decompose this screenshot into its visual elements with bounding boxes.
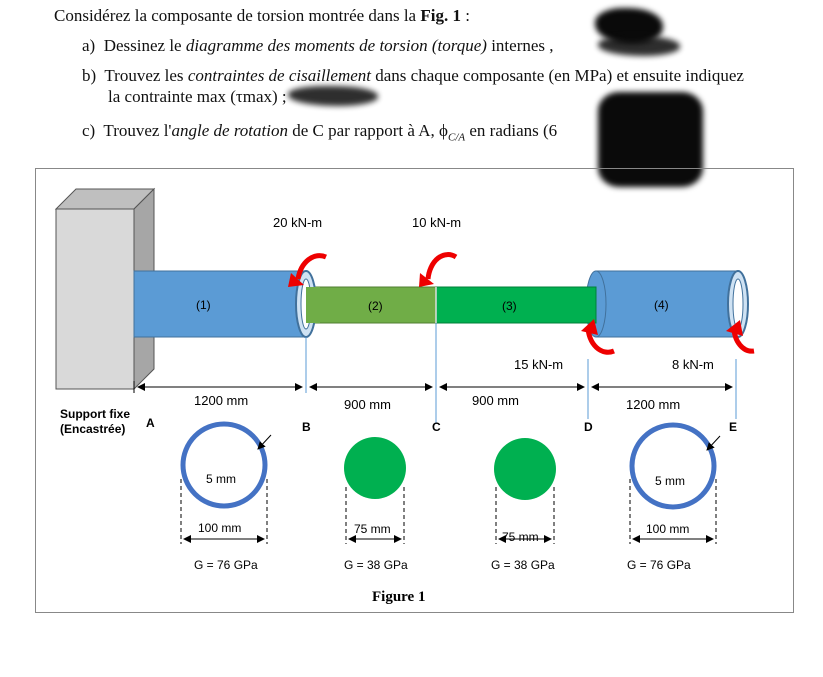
question-c: c) Trouvez l'angle de rotation de C par …	[82, 121, 557, 143]
section-2-diameter: 75 mm	[354, 522, 391, 536]
question-a-text2: internes ,	[486, 36, 554, 55]
point-label-E: E	[729, 420, 737, 434]
section-4	[629, 422, 721, 544]
section-1-g: G = 76 GPa	[194, 558, 258, 572]
intro-fig-ref: Fig. 1	[420, 6, 461, 25]
figure-caption: Figure 1	[372, 589, 425, 605]
station-lines	[305, 323, 737, 424]
question-a-label: a)	[82, 36, 96, 55]
question-b-line2: la contrainte max (τmax) ;	[108, 87, 287, 107]
point-label-A: A	[146, 416, 155, 430]
section-2-g: G = 38 GPa	[344, 558, 408, 572]
segment-label-4: (4)	[654, 298, 669, 312]
length-label-3: 900 mm	[472, 393, 519, 408]
torque-arrow-B	[288, 253, 327, 287]
section-3	[494, 438, 556, 544]
question-b-line2-text: la contrainte max (τmax) ;	[108, 87, 287, 106]
torque-label-E: 8 kN-m	[672, 357, 714, 372]
segment-label-2: (2)	[368, 299, 383, 313]
support-label-line2: (Encastrée)	[60, 422, 125, 436]
section-1-thickness: 5 mm	[206, 472, 236, 486]
torque-label-B: 20 kN-m	[273, 215, 322, 230]
shaft-segment-1	[133, 270, 320, 338]
point-label-B: B	[302, 420, 311, 434]
question-c-text1: Trouvez l'	[103, 121, 172, 140]
section-4-thickness: 5 mm	[655, 474, 685, 488]
section-2	[344, 437, 406, 544]
redaction-blot-c	[598, 92, 703, 187]
figure-svg: (1) (2) (3) (4) 20 kN-m 10 kN-m 15 kN-m …	[54, 187, 755, 605]
segment-label-1: (1)	[196, 298, 211, 312]
redaction-blot-b	[288, 86, 378, 106]
segment-label-3: (3)	[502, 299, 517, 313]
question-a-text1: Dessinez le	[103, 36, 186, 55]
length-label-4: 1200 mm	[626, 397, 680, 412]
question-b-text1: Trouvez les	[104, 66, 188, 85]
question-b-italic: contraintes de cisaillement	[187, 66, 371, 85]
torque-arrow-E	[726, 320, 755, 354]
question-c-text3: en radians (6	[465, 121, 558, 140]
question-a-italic: diagramme des moments de torsion (torque…	[185, 36, 487, 55]
intro-line: Considérez la composante de torsion mont…	[54, 6, 470, 26]
length-label-2: 900 mm	[344, 397, 391, 412]
section-1-diameter: 100 mm	[198, 521, 241, 535]
question-c-label: c)	[82, 121, 96, 140]
section-3-g: G = 38 GPa	[491, 558, 555, 572]
torque-label-D: 15 kN-m	[514, 357, 563, 372]
section-4-diameter: 100 mm	[646, 522, 689, 536]
question-c-sub: C/A	[447, 131, 466, 144]
intro-text: Considérez la composante de torsion mont…	[54, 6, 421, 25]
torque-arrow-C	[419, 252, 458, 287]
support-label-line1: Support fixe	[60, 407, 130, 421]
question-a: a) Dessinez le diagramme des moments de …	[82, 36, 554, 56]
length-label-1: 1200 mm	[194, 393, 248, 408]
section-4-g: G = 76 GPa	[627, 558, 691, 572]
shaft-segment-2	[305, 286, 437, 324]
redaction-blot-a	[598, 36, 680, 56]
question-b-text2: dans chaque composante (en MPa) et ensui…	[371, 66, 744, 85]
torque-label-C: 10 kN-m	[412, 215, 461, 230]
section-1	[180, 421, 272, 544]
question-c-italic: angle de rotation	[171, 121, 288, 140]
dimension-line	[133, 381, 733, 393]
torque-arrow-D	[581, 319, 615, 355]
figure-frame: (1) (2) (3) (4) 20 kN-m 10 kN-m 15 kN-m …	[35, 168, 794, 613]
question-b: b) Trouvez les contraintes de cisailleme…	[82, 66, 744, 86]
question-c-text2: de C par rapport à A, ϕ	[287, 121, 448, 140]
shaft-segment-3	[435, 286, 597, 324]
section-3-diameter: 75 mm	[502, 530, 539, 544]
intro-end: :	[460, 6, 470, 25]
question-b-label: b)	[82, 66, 97, 85]
point-label-D: D	[584, 420, 593, 434]
point-label-C: C	[432, 420, 441, 434]
